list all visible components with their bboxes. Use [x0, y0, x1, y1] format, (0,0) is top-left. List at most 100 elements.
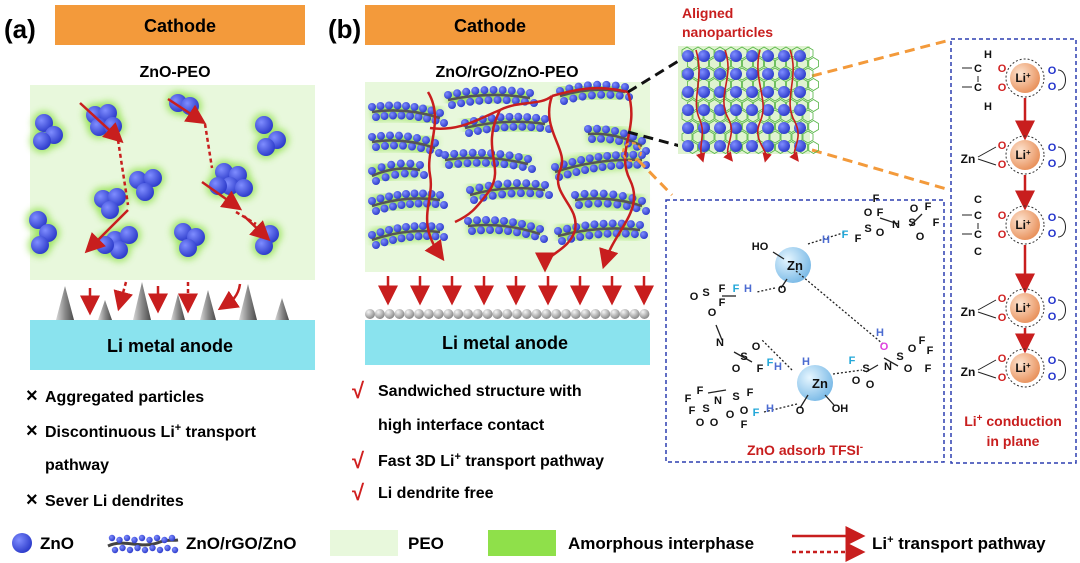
- zno-particle: [368, 133, 376, 141]
- atom-label: F: [919, 335, 926, 347]
- zoom-line: [636, 158, 674, 197]
- zno-particle: [470, 196, 478, 204]
- zno-particle: [389, 236, 397, 244]
- panel-a: (a) Cathode ZnO-PEO Li metal anode × Agg…: [4, 5, 315, 511]
- zno-particle: [505, 112, 514, 121]
- li-sphere: [443, 309, 454, 319]
- zoom-line: [811, 38, 951, 78]
- zno-particle: [512, 179, 521, 188]
- zno-particle: [526, 89, 534, 97]
- atom-label: S: [862, 363, 869, 375]
- zno-cluster: [26, 208, 60, 257]
- conduction-inset: Li+OOOOCCHHLi+OOOOZnLi+OOOOCCCCLi+OOOOZn…: [950, 38, 1077, 464]
- zno-particle: [577, 156, 586, 165]
- rgo-sheet: [467, 223, 541, 236]
- zno-particle: [540, 235, 548, 243]
- zno-particle: [621, 229, 630, 238]
- atom-label: O: [778, 284, 787, 296]
- zno-particle: [498, 190, 507, 199]
- li-sphere: [541, 309, 552, 319]
- zno-particle: [417, 144, 425, 153]
- ether-oxygen: O: [1048, 228, 1057, 240]
- zno-particle: [572, 168, 581, 177]
- zno-particle: [698, 104, 710, 116]
- li-sphere: [600, 309, 611, 319]
- zno-particle: [399, 141, 407, 150]
- peo-chain: [1057, 69, 1066, 91]
- rgo-sheet: [371, 139, 436, 150]
- aligned-pathways: [695, 49, 799, 163]
- zno-particle: [524, 155, 532, 163]
- sandwich-sheet: [368, 159, 428, 185]
- zno-particle: [611, 127, 619, 135]
- bond: [865, 364, 879, 373]
- bond: [883, 357, 899, 367]
- atom-label: S: [864, 223, 871, 235]
- li-sphere: [433, 309, 444, 319]
- atom-label: N: [714, 395, 722, 407]
- li-sphere: [580, 309, 591, 319]
- zno-particle: [35, 114, 53, 132]
- zno-particle: [560, 97, 568, 105]
- zno-particle: [380, 112, 389, 120]
- tfsi-bonds: [707, 213, 923, 413]
- zno-particle: [464, 217, 472, 225]
- zno-particle: [440, 119, 448, 127]
- zno-particle: [682, 122, 694, 134]
- transport-arrow: [84, 209, 129, 254]
- zno-particle: [527, 123, 536, 132]
- zno-particle: [794, 86, 806, 98]
- zno-particle: [389, 111, 397, 120]
- bond: [707, 389, 727, 394]
- zno-particle: [372, 143, 380, 151]
- zno-particle: [730, 122, 742, 134]
- cross-mark: ×: [26, 385, 38, 407]
- zno-particle: [453, 89, 462, 98]
- zno-particle: [714, 86, 726, 98]
- zno-particle: [436, 191, 444, 199]
- zno-particle: [414, 199, 423, 208]
- zno-particle: [108, 534, 116, 542]
- zno-particle: [123, 534, 131, 542]
- li-sphere: [414, 309, 424, 319]
- li-sphere: [629, 309, 640, 319]
- zno-particle: [156, 546, 164, 554]
- graphene-hex: [808, 120, 819, 133]
- li-ion: [1010, 293, 1040, 323]
- carbon-label: C: [974, 210, 982, 222]
- zno-particle: [257, 138, 275, 156]
- li-sphere: [570, 309, 581, 319]
- panel-b-anode: [365, 320, 650, 365]
- legend-pathway-label: Li+ transport pathway: [872, 534, 1046, 553]
- zno-particle: [608, 219, 617, 228]
- zno-particle: [466, 186, 474, 194]
- zno-particle: [532, 113, 541, 122]
- zno-particle: [730, 68, 742, 80]
- zno-particle: [431, 200, 440, 208]
- zno-particle: [377, 131, 385, 140]
- li-charge: +: [1026, 301, 1031, 310]
- zno-particle: [419, 104, 427, 113]
- dendrite-spike: [200, 290, 216, 320]
- atom-label: F: [757, 363, 764, 375]
- atom-label: S: [702, 287, 709, 299]
- zno-cluster: [171, 220, 208, 260]
- zno-particle: [385, 192, 393, 201]
- atom-label: S: [908, 217, 915, 229]
- zno-particle: [500, 123, 509, 132]
- zno-particle: [682, 140, 694, 152]
- zno-particle: [393, 101, 402, 110]
- bond: [977, 371, 997, 379]
- sandwich-sheet: [368, 189, 448, 215]
- zno-particle: [110, 241, 128, 259]
- zno-particle: [491, 216, 499, 225]
- bond: [824, 394, 835, 406]
- zno-particle: [746, 86, 758, 98]
- pathway-line: [695, 49, 706, 163]
- legend-zno-label: ZnO: [40, 534, 74, 553]
- left-oxygen: O: [998, 159, 1007, 171]
- zno-particle: [431, 232, 440, 241]
- zn-atom: [775, 247, 811, 283]
